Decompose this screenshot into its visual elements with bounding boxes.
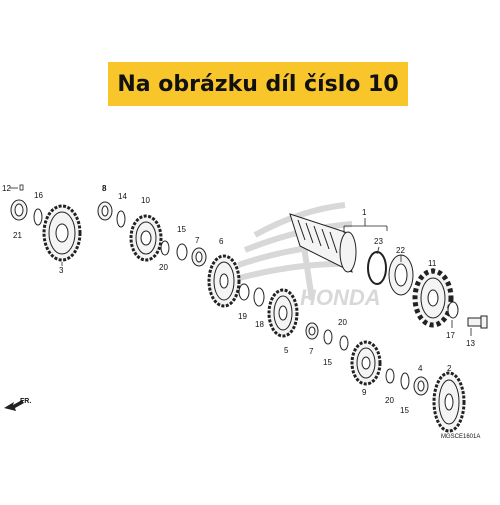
part-number-banner: Na obrázku díl číslo 10 xyxy=(108,62,408,106)
part-label-7-lower: 7 xyxy=(309,347,314,356)
part-label-13: 13 xyxy=(466,339,475,348)
collar-15 xyxy=(176,243,188,261)
part-label-8: 8 xyxy=(102,184,107,193)
part-label-22: 22 xyxy=(396,246,405,255)
part-label-5: 5 xyxy=(284,346,289,355)
part-number-labels: 12 16 21 3 8 14 10 20 15 7 6 1 23 22 11 … xyxy=(2,184,475,415)
part-label-18: 18 xyxy=(255,320,264,329)
gear-2 xyxy=(432,371,466,433)
collar-15-lower xyxy=(323,329,333,345)
part-label-11: 11 xyxy=(428,259,437,268)
gear-10-highlighted-part xyxy=(129,214,163,262)
part-label-15-lower: 15 xyxy=(323,358,332,367)
part-label-23: 23 xyxy=(374,237,383,246)
bolt-13 xyxy=(467,315,488,329)
bearing-7 xyxy=(191,247,207,267)
drive-sprocket-11 xyxy=(412,268,454,328)
part-label-1: 1 xyxy=(362,208,367,217)
diagram-ref-code: MGSCE1601A xyxy=(441,434,480,440)
direction-label: FR. xyxy=(20,398,31,405)
washer-20 xyxy=(160,240,170,256)
mainshaft-1 xyxy=(289,213,357,273)
part-label-4: 4 xyxy=(418,364,423,373)
gear-9 xyxy=(350,340,382,386)
part-label-21: 21 xyxy=(13,231,22,240)
washer-14 xyxy=(116,210,126,228)
part-label-15-lowest: 15 xyxy=(400,406,409,415)
part-label-17: 17 xyxy=(446,331,455,340)
part-label-6: 6 xyxy=(219,237,224,246)
part-label-16: 16 xyxy=(34,191,43,200)
collar-15-lowest xyxy=(400,372,410,390)
gear-3 xyxy=(42,204,82,262)
washer-16 xyxy=(33,208,43,226)
part-label-19: 19 xyxy=(238,312,247,321)
part-label-14: 14 xyxy=(118,192,127,201)
bearing-8 xyxy=(97,201,113,221)
part-label-2: 2 xyxy=(447,364,452,373)
washer-17 xyxy=(447,301,459,319)
front-direction-arrow: FR. xyxy=(4,398,31,411)
bearing-7-lower xyxy=(305,322,319,340)
leader-lines xyxy=(10,187,472,336)
part-label-9: 9 xyxy=(362,388,367,397)
part-label-20-lowest: 20 xyxy=(385,396,394,405)
snap-ring-23 xyxy=(367,251,387,285)
banner-text: Na obrázku díl číslo 10 xyxy=(117,71,399,97)
collar-18 xyxy=(253,287,265,307)
part-label-20-lower: 20 xyxy=(338,318,347,327)
washer-19 xyxy=(238,283,250,301)
washer-20-lowest xyxy=(385,368,395,384)
part-label-20: 20 xyxy=(159,263,168,272)
washer-20-lower xyxy=(339,335,349,351)
part-label-12: 12 xyxy=(2,184,11,193)
part-label-3: 3 xyxy=(59,266,64,275)
bearing-21 xyxy=(10,199,28,221)
part-label-7: 7 xyxy=(195,236,200,245)
gear-6 xyxy=(207,254,241,308)
part-label-10: 10 xyxy=(141,196,150,205)
part-label-15: 15 xyxy=(177,225,186,234)
bearing-4 xyxy=(413,376,429,396)
gear-5 xyxy=(267,288,299,338)
watermark-text: HONDA xyxy=(300,285,381,310)
part-12-symbol xyxy=(19,184,24,191)
